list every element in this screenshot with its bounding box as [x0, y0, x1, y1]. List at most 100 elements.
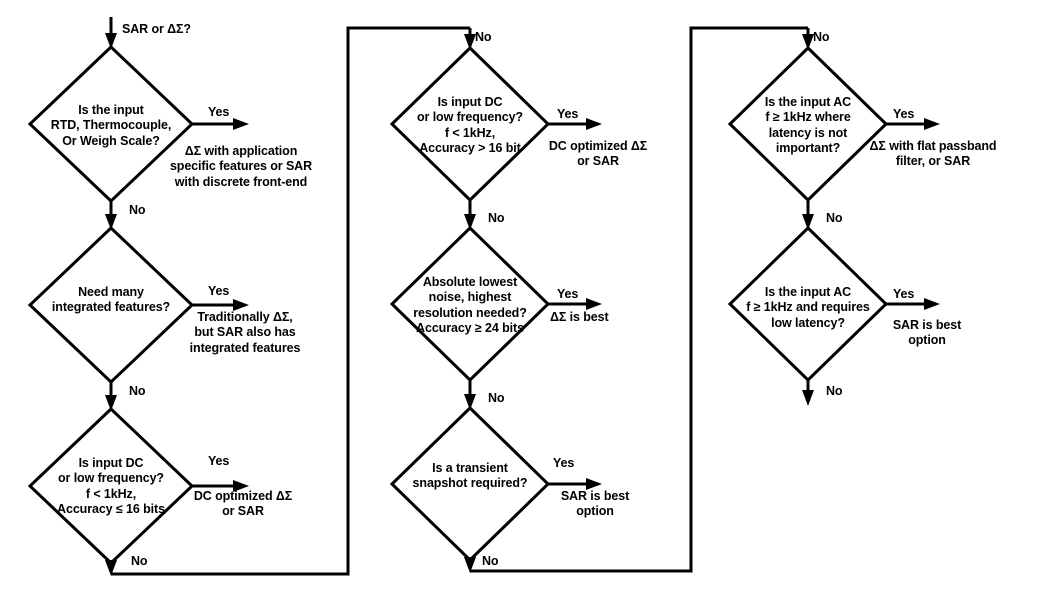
branch-label-yes-dc-over16bit: Yes [557, 107, 579, 121]
outcome-text-integrated-features: Traditionally ΔΣ, but SAR also has integ… [190, 310, 301, 356]
outcome-line: but SAR also has [194, 325, 296, 340]
decision-line: snapshot required? [412, 476, 528, 491]
decision-line: or low frequency? [58, 471, 164, 486]
branch-label-no-dc-over16bit: No [488, 211, 505, 225]
branch-label-no-transient-snapshot: No [482, 554, 499, 568]
outcome-text-dc-16bit: DC optimized ΔΣ or SAR [194, 489, 292, 520]
decision-text-dc-16bit: Is input DC or low frequency? f < 1kHz, … [57, 456, 165, 517]
decision-line: Is the input AC [764, 285, 852, 299]
yes-arrow-ac-latency-not-important [886, 118, 940, 130]
entry-label: SAR or ΔΣ? [122, 22, 191, 36]
branch-label-no-ac-latency-not-important: No [826, 211, 843, 225]
branch-label-no-input-type: No [129, 203, 146, 217]
branch-label-yes-dc-16bit: Yes [208, 454, 230, 468]
outcome-line: Traditionally ΔΣ, [197, 310, 293, 324]
outcome-line: option [908, 333, 946, 348]
outcome-line: SAR is best [560, 489, 630, 503]
decision-line: resolution needed? [413, 305, 527, 320]
decision-line: Or Weigh Scale? [62, 133, 160, 148]
outcome-line: ΔΣ with flat passband [869, 139, 997, 153]
outcome-line: DC optimized ΔΣ [548, 139, 648, 153]
branch-label-no-into-col2: No [475, 30, 492, 44]
branch-label-no-ac-low-latency: No [826, 384, 843, 398]
branch-label-yes-ac-low-latency: Yes [893, 287, 915, 301]
outcome-line: specific features or SAR [169, 159, 313, 174]
arrow-into-col3-top [802, 28, 814, 50]
decision-line: f < 1kHz, [444, 125, 496, 140]
decision-line: low latency? [771, 315, 845, 330]
outcome-text-dc-over16bit: DC optimized ΔΣ or SAR [549, 139, 647, 170]
no-arrow-lowest-noise [464, 380, 476, 410]
no-arrow-integrated-features [105, 382, 117, 411]
outcome-text-ac-low-latency: SAR is best option [893, 318, 961, 349]
decision-text-ac-low-latency: Is the input AC f ≥ 1kHz and requires lo… [746, 285, 870, 331]
connector-col2-to-col3 [470, 26, 808, 573]
yes-arrow-ac-low-latency [886, 298, 940, 310]
decision-line: Is a transient [432, 461, 508, 475]
no-arrow-input-type [105, 201, 117, 230]
decision-line: Need many [78, 285, 144, 299]
decision-line: f ≥ 1kHz and requires [746, 300, 870, 315]
decision-line: f < 1kHz, [85, 486, 137, 501]
outcome-line: filter, or SAR [895, 154, 971, 169]
decision-line: Accuracy > 16 bit [419, 140, 521, 155]
decision-text-lowest-noise: Absolute lowest noise, highest resolutio… [413, 275, 527, 336]
outcome-line: DC optimized ΔΣ [193, 489, 293, 503]
outcome-line: ΔΣ is best [550, 310, 609, 324]
branch-label-yes-integrated-features: Yes [208, 284, 230, 298]
decision-line: Is input DC [78, 456, 144, 470]
decision-text-transient-snapshot: Is a transient snapshot required? [413, 461, 528, 492]
decision-line: Is the input AC [764, 95, 852, 109]
outcome-text-ac-latency-not-important: ΔΣ with flat passband filter, or SAR [870, 139, 997, 170]
no-arrow-ac-low-latency [802, 380, 814, 406]
outcome-line: or SAR [222, 504, 264, 519]
connector-col1-to-col2 [111, 26, 470, 576]
outcome-line: ΔΣ with application [184, 144, 298, 158]
decision-line: Is input DC [437, 95, 503, 109]
outcome-line: SAR is best [892, 318, 962, 332]
branch-label-yes-ac-latency-not-important: Yes [893, 107, 915, 121]
no-arrow-dc-16bit [105, 560, 117, 576]
branch-label-yes-lowest-noise: Yes [557, 287, 579, 301]
branch-label-no-lowest-noise: No [488, 391, 505, 405]
outcome-line: option [576, 504, 614, 519]
no-arrow-dc-over16bit [464, 200, 476, 230]
outcome-line: with discrete front-end [174, 174, 308, 189]
decision-text-dc-over16bit: Is input DC or low frequency? f < 1kHz, … [417, 95, 523, 156]
branch-label-no-dc-16bit: No [131, 554, 148, 568]
decision-line: important? [775, 140, 841, 155]
no-arrow-ac-latency-not-important [802, 200, 814, 230]
decision-line: RTD, Thermocouple, [50, 118, 172, 133]
decision-line: or low frequency? [417, 110, 523, 125]
arrow-into-col2-top [464, 28, 476, 50]
outcome-text-input-type: ΔΣ with application specific features or… [170, 144, 312, 190]
branch-label-no-integrated-features: No [129, 384, 146, 398]
outcome-line: or SAR [577, 154, 619, 169]
entry-arrow [105, 17, 117, 49]
yes-arrow-input-type [192, 118, 249, 130]
decision-text-ac-latency-not-important: Is the input AC f ≥ 1kHz where latency i… [765, 95, 851, 156]
decision-line: Is the input [78, 103, 144, 117]
yes-arrow-transient-snapshot [548, 478, 602, 490]
yes-arrow-lowest-noise [548, 298, 602, 310]
no-arrow-transient-snapshot [464, 557, 476, 573]
yes-arrow-dc-16bit [192, 480, 249, 492]
outcome-line: integrated features [189, 340, 301, 355]
outcome-text-lowest-noise: ΔΣ is best [550, 310, 609, 325]
yes-arrow-dc-over16bit [548, 118, 602, 130]
decision-text-integrated-features: Need many integrated features? [52, 285, 170, 316]
decision-text-input-type: Is the input RTD, Thermocouple, Or Weigh… [50, 103, 172, 149]
decision-line: Accuracy ≥ 24 bits [416, 320, 524, 335]
decision-line: latency is not [768, 125, 848, 140]
yes-arrow-integrated-features [192, 299, 249, 311]
decision-line: integrated features? [51, 300, 171, 315]
branch-label-no-into-col3: No [813, 30, 830, 44]
decision-line: Absolute lowest [422, 275, 518, 289]
branch-label-yes-input-type: Yes [208, 105, 230, 119]
decision-line: f ≥ 1kHz where [765, 110, 851, 125]
branch-label-yes-transient-snapshot: Yes [553, 456, 575, 470]
decision-line: Accuracy ≤ 16 bits [57, 501, 165, 516]
outcome-text-transient-snapshot: SAR is best option [561, 489, 629, 520]
